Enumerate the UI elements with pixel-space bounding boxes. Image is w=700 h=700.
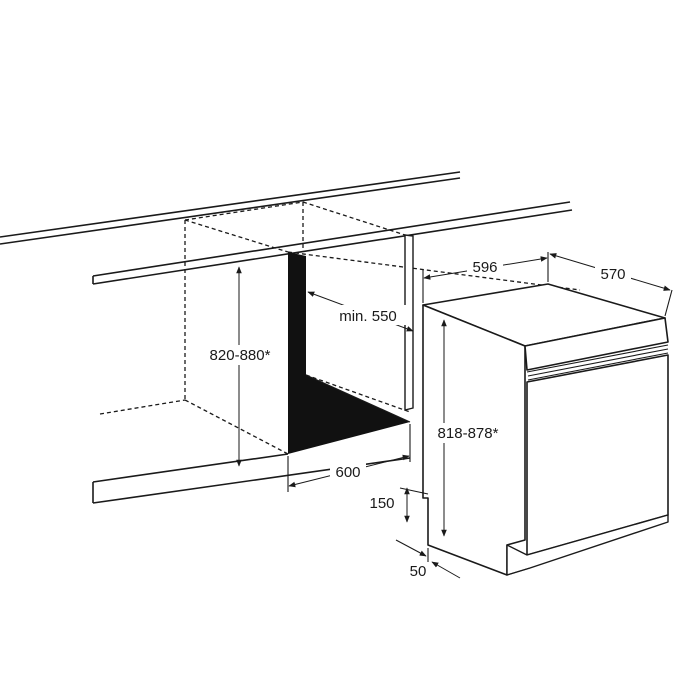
dishwasher [422, 283, 669, 576]
niche-side-wall [288, 252, 411, 454]
appliance-width-label: 596 [472, 259, 497, 276]
dim-plinth-depth: 50 [395, 539, 461, 580]
dim-niche-width: 600 [287, 424, 411, 492]
plinth-depth-label: 50 [410, 563, 427, 580]
dim-niche-height: 820-880* [200, 266, 280, 467]
dim-appliance-width: 596 [422, 252, 549, 303]
dim-plinth-height: 150 [369, 487, 429, 523]
plinth-height-label: 150 [369, 495, 394, 512]
niche-width-label: 600 [335, 464, 360, 481]
dim-appliance-height: 818-878* [428, 319, 508, 537]
worktop [0, 171, 573, 285]
appliance-height-label: 818-878* [438, 425, 499, 442]
dim-appliance-depth: 570 [549, 253, 673, 317]
appliance-depth-label: 570 [600, 266, 625, 283]
dim-niche-depth: min. 550 [307, 291, 414, 332]
niche-depth-label: min. 550 [339, 308, 397, 325]
niche-height-label: 820-880* [210, 347, 271, 364]
